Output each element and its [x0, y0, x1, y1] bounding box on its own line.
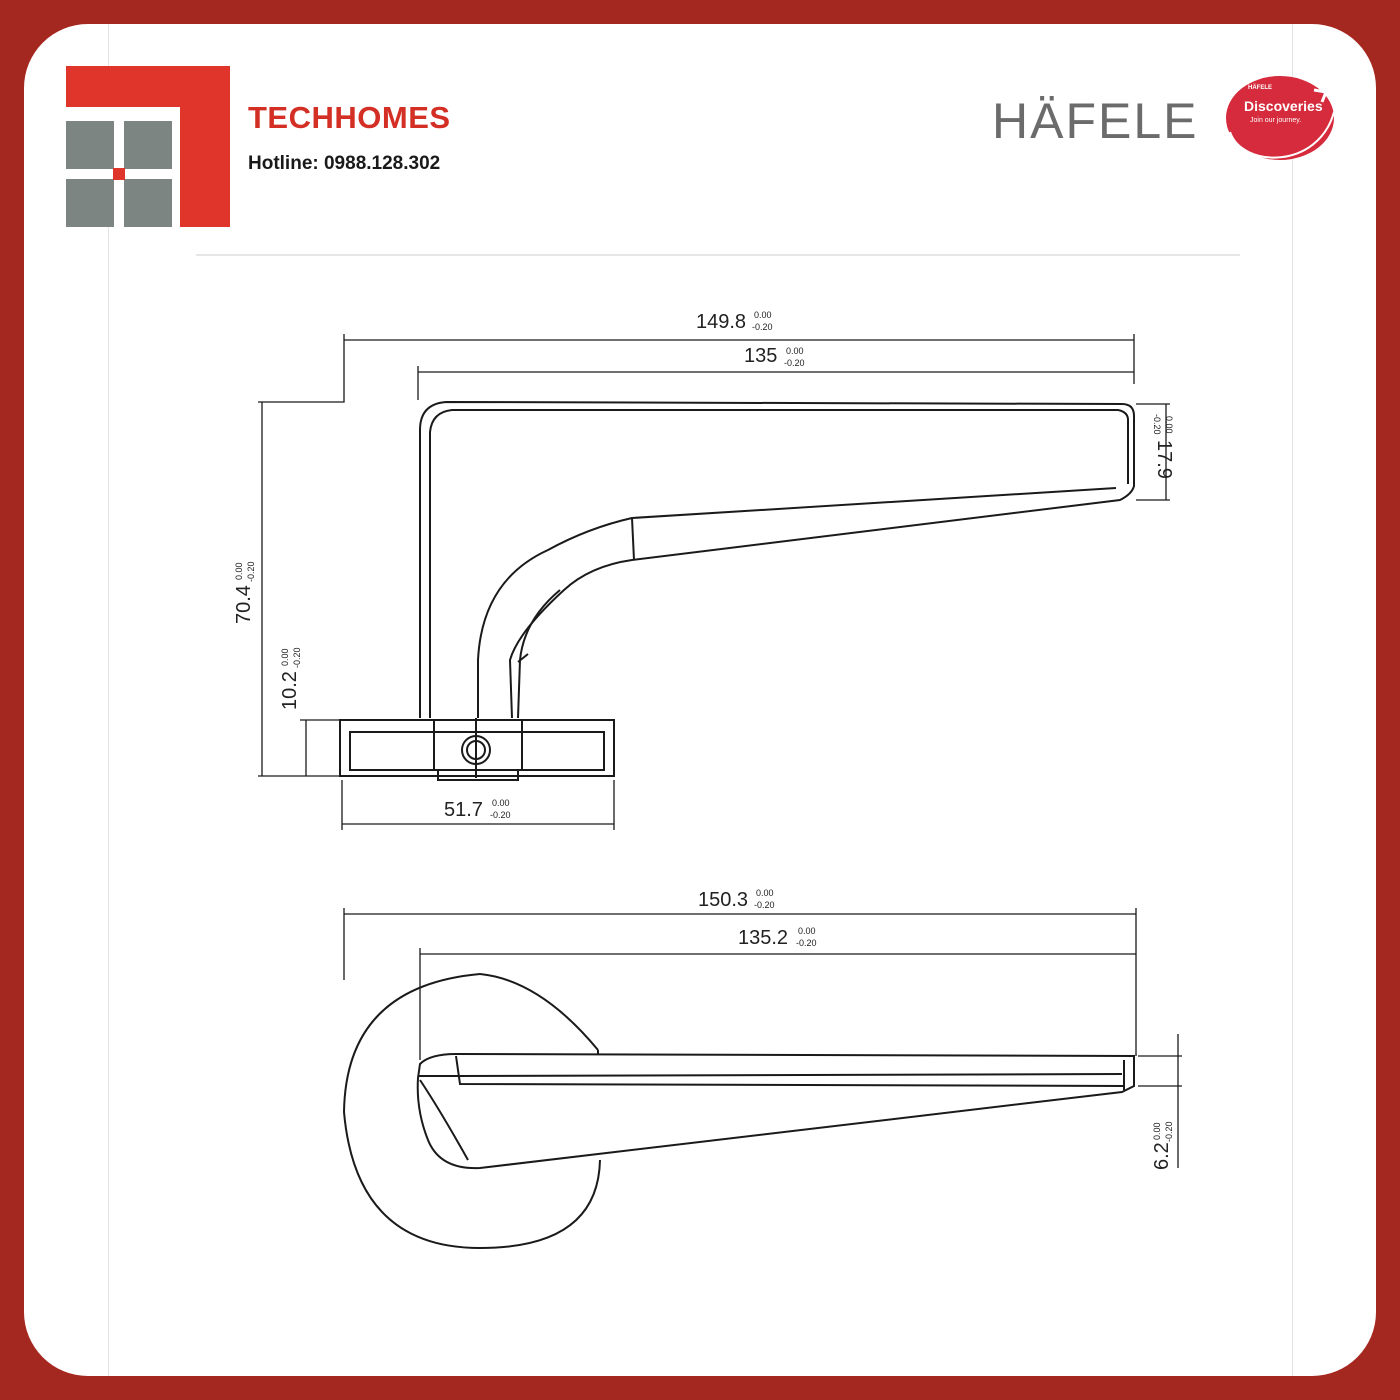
dim-tol-upper: 0.00	[798, 926, 816, 936]
dim-tol-lower: -0.20	[796, 938, 817, 948]
dim-rose-height: 10.2	[279, 671, 301, 710]
dim-tol-upper: 0.00	[492, 798, 510, 808]
dim-overall-length-top: 149.8	[696, 311, 746, 333]
header-divider	[196, 254, 1240, 256]
dim-tol-lower: -0.20	[490, 810, 511, 820]
dim-tol-lower: -0.20	[752, 322, 773, 332]
dim-tol-lower: -0.20	[292, 647, 302, 668]
dim-tol-lower: -0.20	[246, 561, 256, 582]
dim-tol-lower: -0.20	[1164, 1121, 1174, 1142]
dim-tol-upper: 0.00	[1164, 416, 1174, 434]
dim-overall-length-bottom: 150.3	[698, 889, 748, 911]
dim-lever-length-bottom: 135.2	[738, 927, 788, 949]
top-view-dimension-lines	[258, 334, 1170, 830]
dim-total-height: 70.4	[233, 585, 255, 624]
dim-tol-upper: 0.00	[754, 310, 772, 320]
badge-title: Discoveries	[1244, 98, 1323, 114]
top-view-lever	[419, 400, 1135, 719]
dim-tol-upper: 0.00	[786, 346, 804, 356]
dim-tol-upper: 0.00	[234, 562, 244, 580]
bottom-view-dimension-lines	[343, 908, 1182, 1168]
discoveries-badge-icon	[1226, 76, 1335, 160]
dim-tol-lower: -0.20	[754, 900, 775, 910]
dim-tol-upper: 0.00	[756, 888, 774, 898]
badge-small-text: HÄFELE	[1248, 85, 1272, 91]
hafele-logo: HÄFELE	[992, 93, 1199, 149]
frame-guide-left	[108, 24, 109, 1376]
dim-tol-lower: -0.20	[1152, 414, 1162, 435]
bottom-view-lever	[342, 973, 1135, 1250]
frame-guide-right	[1292, 24, 1293, 1376]
dim-tol-upper: 0.00	[280, 648, 290, 666]
drawing-card	[24, 24, 1376, 1376]
dim-lever-length-top: 135	[744, 345, 777, 367]
brand-name: TECHHOMES	[248, 100, 451, 135]
badge-tagline: Join our journey.	[1250, 117, 1302, 124]
dim-rose-width: 51.7	[444, 799, 483, 821]
top-view-rose	[339, 718, 615, 781]
dim-tol-upper: 0.00	[1152, 1122, 1162, 1140]
dim-grip-height: 17.9	[1153, 440, 1175, 479]
hotline-text: Hotline: 0988.128.302	[248, 153, 441, 174]
dim-tol-lower: -0.20	[784, 358, 805, 368]
dim-tip-thickness: 6.2	[1151, 1142, 1173, 1170]
